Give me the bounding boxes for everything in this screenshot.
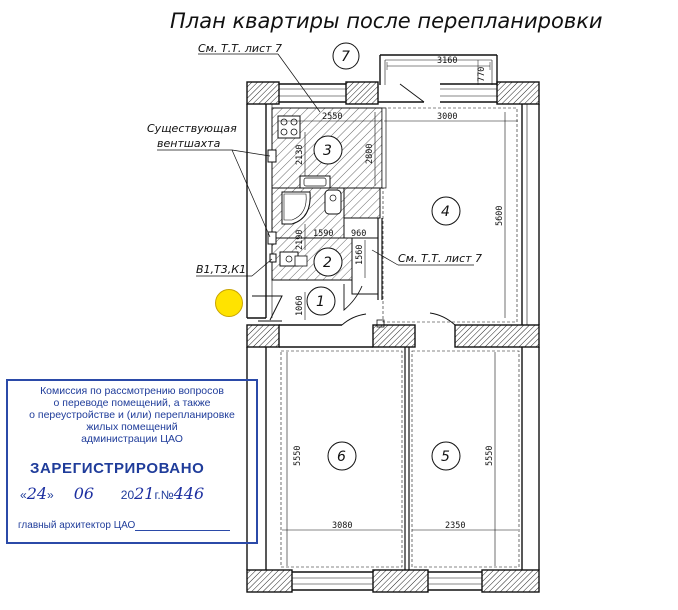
room-6-number: 6	[337, 449, 346, 465]
stamp-year-suffix: 21	[134, 484, 155, 503]
vent-shaft-lower	[267, 231, 277, 245]
room-1-number: 1	[316, 294, 325, 310]
stamp-month: 06	[73, 484, 95, 503]
stamp-line-5: администрации ЦАО	[81, 433, 183, 445]
stamp-date-line: «24» 06 2021г.№446	[20, 484, 205, 503]
leader-risers	[251, 258, 273, 277]
stamp-signature-line	[135, 530, 231, 531]
dim-room5-width: 2350	[445, 521, 465, 531]
stamp-line-3: о переустройстве и (или) перепланировке	[29, 409, 235, 421]
dim-balcony-width: 3160	[437, 56, 457, 66]
stamp-registered: ЗАРЕГИСТРИРОВАНО	[30, 460, 205, 477]
stamp-year-tail: г.№	[154, 488, 174, 502]
dim-kitchen-depth: 2130	[295, 145, 305, 165]
note-see-tt-right: См. Т.Т. лист 7	[398, 252, 482, 265]
stamp-line-1: Комиссия по рассмотрению вопросов	[40, 385, 224, 397]
highlight-marker	[215, 289, 243, 317]
leader-see-tt-top	[277, 53, 321, 113]
stamp-year-prefix: 20	[120, 488, 135, 502]
leader-see-tt-right	[371, 249, 399, 266]
room-5-number: 5	[441, 449, 450, 465]
dimension-lines	[278, 112, 518, 566]
room-5-marker	[431, 441, 461, 471]
leader-shaft-lower	[231, 149, 271, 238]
room-3-number: 3	[323, 143, 332, 159]
hall-pier-mark	[376, 319, 385, 328]
dim-kitchen-depth-2: 2800	[365, 144, 375, 164]
room-7-number: 7	[341, 49, 350, 65]
stamp-day: 24	[26, 484, 48, 503]
stamp-number: 446	[173, 484, 205, 503]
dim-bath-depth: 2190	[295, 230, 305, 250]
hall-door	[343, 284, 363, 311]
room-1-marker	[306, 286, 336, 316]
bottom-room-outlines	[280, 350, 520, 568]
note-shaft-line1: Существующая	[147, 122, 237, 135]
room-4-outline	[382, 107, 518, 323]
dim-room6-depth: 5550	[293, 446, 303, 466]
dim-bath-width: 960	[351, 229, 366, 239]
room-2-number: 2	[323, 255, 332, 271]
room-3-marker	[313, 135, 343, 165]
note-risers: В1,Т3,К1	[196, 263, 246, 276]
dim-balcony-depth: 770	[477, 67, 487, 82]
dim-hall-depth: 1060	[295, 296, 305, 316]
stamp-architect: главный архитектор ЦАО	[18, 520, 136, 531]
plan-title: План квартиры после перепланировки	[170, 9, 603, 33]
dim-room6-width: 3080	[332, 521, 352, 531]
dim-wc-depth: 1560	[355, 245, 365, 265]
dim-kitchen-width: 2550	[322, 112, 342, 122]
dim-room5-depth: 5550	[485, 446, 495, 466]
stamp-line-4: жилых помещений	[86, 421, 178, 433]
room-2-marker	[313, 247, 343, 277]
walls	[246, 81, 540, 593]
stamp-architect-line: главный архитектор ЦАО	[18, 520, 231, 531]
dim-room4-depth: 5600	[495, 206, 505, 226]
bathroom	[271, 187, 381, 239]
note-shaft-line2: вентшахта	[157, 137, 221, 150]
leader-shaft-upper	[231, 149, 271, 157]
room-7-marker	[332, 42, 360, 70]
registration-stamp: Комиссия по рассмотрению вопросов о пере…	[6, 379, 258, 544]
room-6-marker	[327, 441, 357, 471]
stamp-line-2: о переводе помещений, а также	[53, 397, 211, 409]
note-see-tt-top: См. Т.Т. лист 7	[198, 42, 282, 55]
kitchen	[271, 107, 387, 189]
balcony	[379, 54, 498, 85]
room-4-number: 4	[441, 204, 450, 220]
dim-wc-width: 1590	[313, 229, 333, 239]
room-4-marker	[431, 196, 461, 226]
dim-room4-width: 3000	[437, 112, 457, 122]
riser-box	[269, 253, 277, 263]
